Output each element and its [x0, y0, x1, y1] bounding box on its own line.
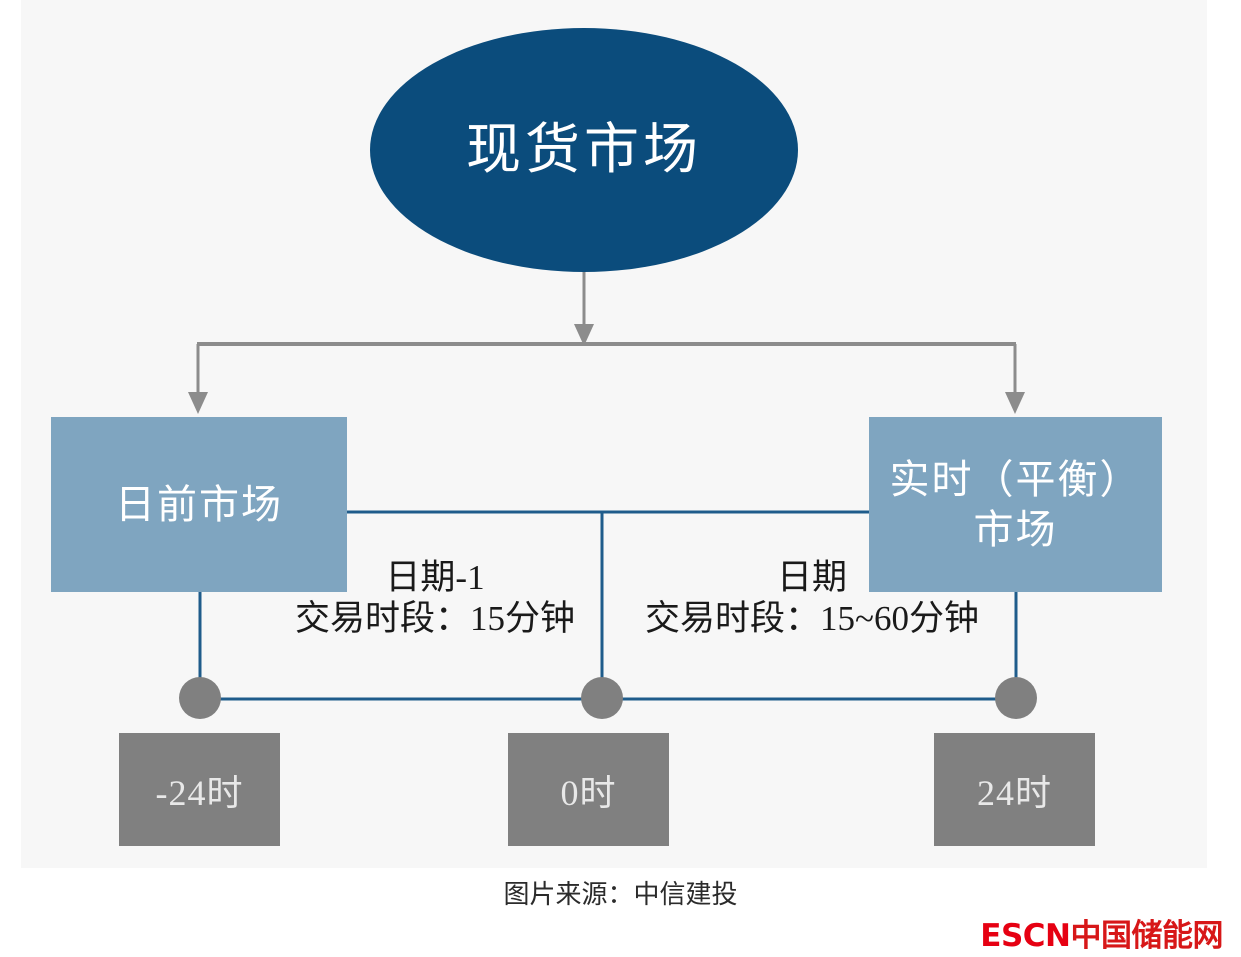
time-marker-zero: 0时: [508, 733, 669, 846]
node-real-time-market: 实时（平衡） 市场: [869, 417, 1162, 592]
timeline-node-zero: [581, 677, 623, 719]
node-real-time-market-label-line1: 实时（平衡）: [889, 456, 1142, 502]
diagram-connectors: [179, 270, 1037, 719]
watermark-escn-en: ESCN: [980, 918, 1071, 954]
period-annotation-left-detail: 交易时段：15分钟: [294, 599, 575, 639]
node-spot-market-label: 现货市场: [465, 118, 702, 180]
period-annotation-right-title: 日期: [776, 558, 847, 597]
timeline-node-plus24: [995, 677, 1037, 719]
timeline-node-minus24: [179, 677, 221, 719]
node-real-time-market-label: 实时（平衡） 市场: [890, 455, 1142, 555]
watermark-escn-cn: 中国储能网: [1070, 918, 1224, 954]
time-marker-plus-24: 24时: [934, 733, 1095, 846]
node-real-time-market-label-line2: 市场: [973, 506, 1058, 552]
time-marker-zero-label: 0时: [560, 772, 617, 813]
time-marker-minus-24: -24时: [119, 733, 280, 846]
connector-root-to-split: [574, 270, 594, 346]
figure-caption: 图片来源：中信建投: [503, 880, 738, 910]
watermark-escn: ESCN中国储能网: [980, 910, 1223, 955]
time-marker-plus-24-label: 24时: [976, 772, 1052, 813]
node-spot-market: 现货市场: [370, 28, 798, 272]
period-annotation-right: 日期 交易时段：15~60分钟: [606, 557, 1018, 640]
period-annotation-right-detail: 交易时段：15~60分钟: [645, 599, 979, 639]
node-day-ahead-market: 日前市场: [51, 417, 347, 592]
connector-split-to-dayahead: [188, 344, 208, 414]
connector-split-to-realtime: [1005, 344, 1025, 414]
period-annotation-left-title: 日期-1: [385, 558, 485, 597]
time-marker-minus-24-label: -24时: [155, 772, 244, 813]
node-day-ahead-market-label: 日前市场: [115, 481, 283, 527]
period-annotation-left: 日期-1 交易时段：15分钟: [270, 557, 600, 640]
